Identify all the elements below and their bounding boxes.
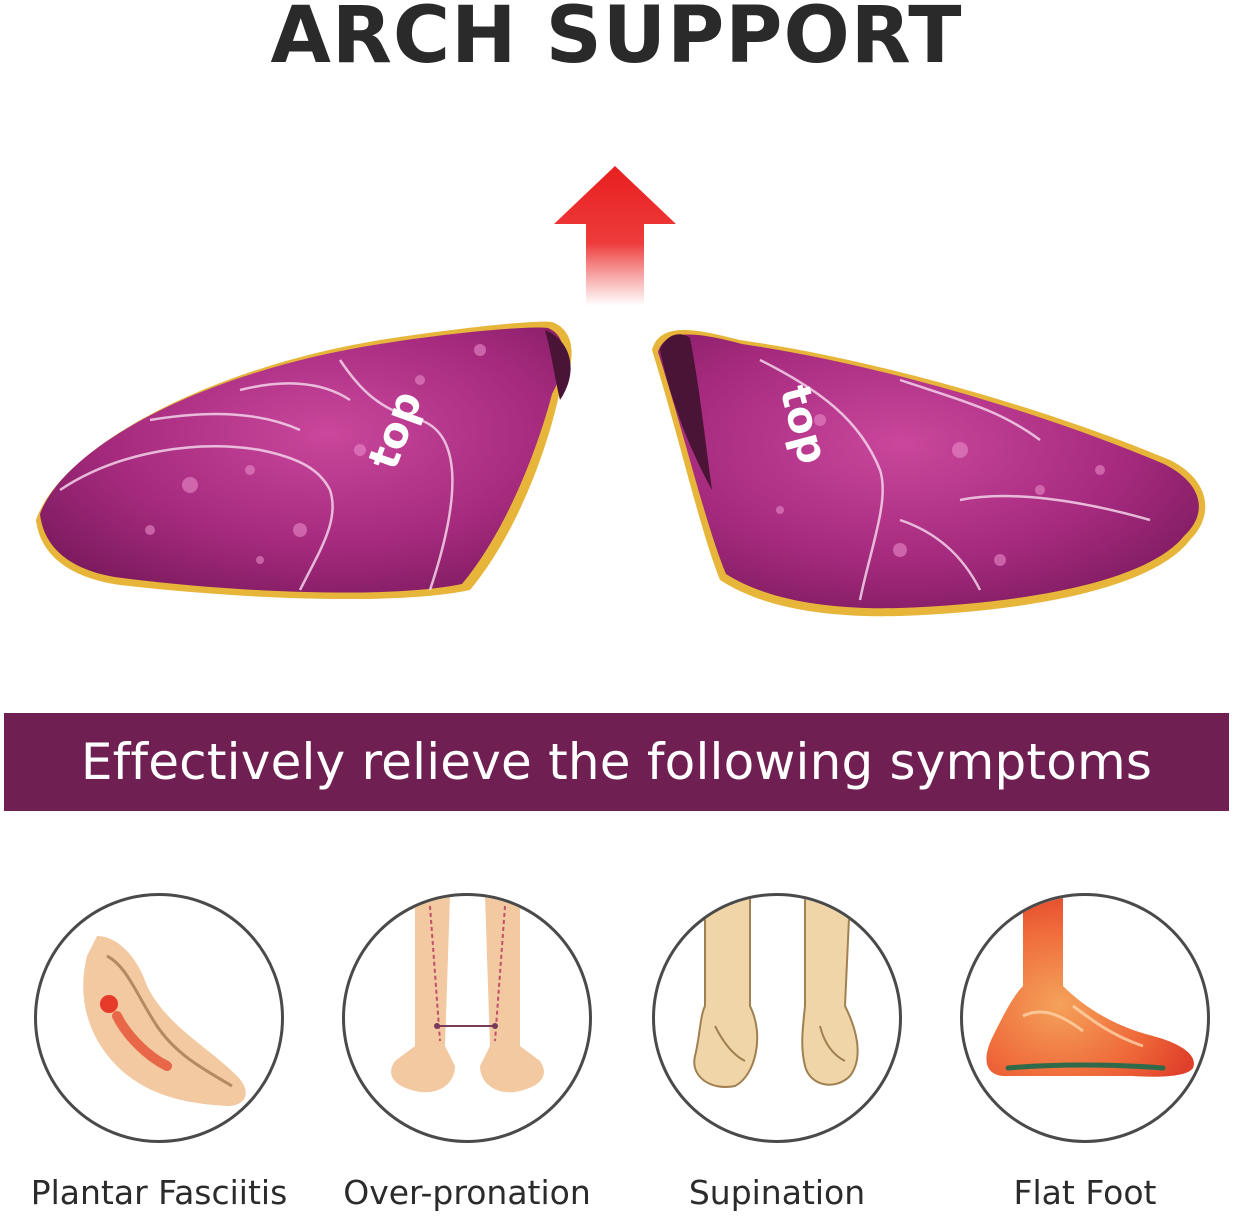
insoles-image: top top	[36, 321, 1206, 617]
symptom-label: Over-pronation	[343, 1173, 591, 1212]
legs-pronation-icon	[342, 893, 592, 1143]
banner-text: Effectively relieve the following sympto…	[80, 733, 1153, 791]
symptom-supination: Supination	[652, 893, 902, 1213]
up-arrow-icon	[554, 166, 676, 306]
symptom-label: Plantar Fasciitis	[30, 1173, 288, 1212]
symptom-label: Flat Foot	[1013, 1173, 1157, 1212]
symptom-label: Supination	[688, 1173, 866, 1212]
symptom-over-pronation: Over-pronation	[342, 893, 592, 1213]
symptoms-banner: Effectively relieve the following sympto…	[4, 713, 1229, 811]
symptom-plantar-fasciitis: Plantar Fasciitis	[31, 893, 287, 1213]
flat-foot-icon	[960, 893, 1210, 1143]
feet-supination-icon	[652, 893, 902, 1143]
symptom-flat-foot: Flat Foot	[960, 893, 1210, 1213]
right-insole: top	[652, 330, 1206, 617]
heel-pain-icon	[34, 893, 284, 1143]
left-insole: top	[36, 321, 572, 600]
page-title: ARCH SUPPORT	[270, 0, 963, 81]
